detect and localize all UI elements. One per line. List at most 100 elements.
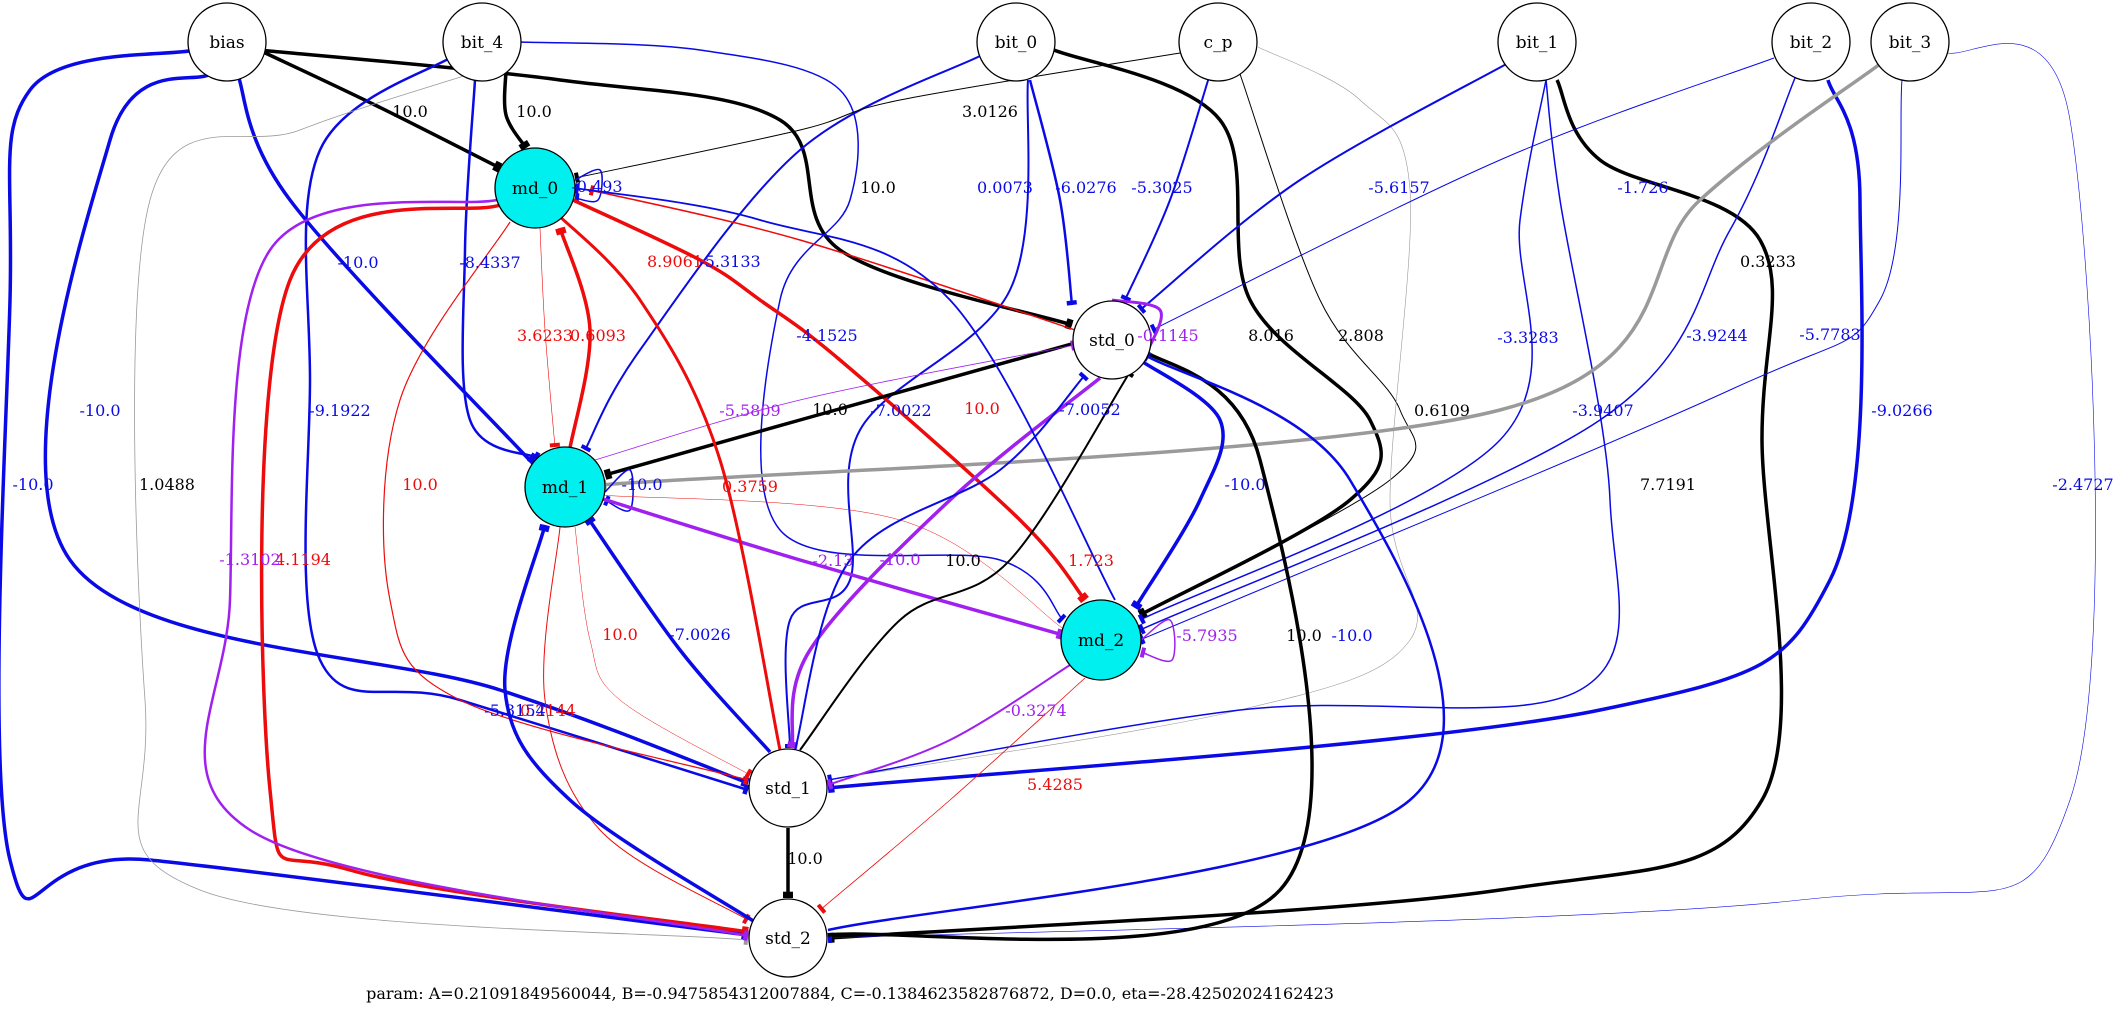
- edge-label-md_2-to-md_2: -0.3274: [1005, 701, 1066, 720]
- param-caption: param: A=0.21091849560044, B=-0.94758543…: [366, 984, 1334, 1003]
- node-md-2[interactable]: md_2: [1060, 599, 1142, 681]
- edge-label-bit_4-to-md_1: -8.4337: [459, 253, 520, 272]
- node-bias[interactable]: bias: [187, 2, 267, 82]
- node-label-std-2: std_2: [765, 929, 811, 949]
- node-md-0[interactable]: md_0: [494, 147, 576, 229]
- edge-label-bias-to-md_1: -10.0: [337, 253, 378, 272]
- edge-arrowhead-md_1-to-md_0: [1077, 591, 1089, 604]
- node-label-bit-0: bit_0: [995, 33, 1037, 53]
- edge-bias-to-std_2: [0, 48, 749, 937]
- node-bit-0[interactable]: bit_0: [976, 2, 1056, 82]
- edge-label-std_2-to-md_1: 10.0: [1286, 626, 1322, 645]
- edge-arrowhead-md_0-to-md_0: [549, 442, 560, 448]
- edge-md_1-to-std_2: [203, 198, 749, 938]
- edge-bit_3-to-md_2: [827, 43, 2096, 939]
- edge-label-bias-to-md_0: 10.0: [392, 102, 428, 121]
- node-label-bit-1: bit_1: [1516, 33, 1558, 53]
- edge-arrowhead-md_2-to-md_0: [1139, 647, 1147, 658]
- edge-bit_1-to-std_2: [827, 79, 1784, 940]
- edge-label-bias-to-std_2: -10.0: [12, 475, 53, 494]
- edge-arrowhead-md_1-to-md_2: [744, 768, 753, 780]
- edge-label-md_0-to-std_2: 8.9061: [647, 252, 703, 271]
- edge-label-md_2-to-std_2: 1.723: [1068, 551, 1114, 570]
- edge-label-bit_2-to-std_2: 0.3233: [1740, 252, 1796, 271]
- edge-md_1-to-std_1: [543, 526, 749, 921]
- node-bit-4[interactable]: bit_4: [442, 2, 522, 82]
- node-std-2[interactable]: std_2: [748, 898, 828, 978]
- edge-bit_4-to-std_2: [134, 73, 749, 941]
- edge-label-std_0-to-md_1: -10.0: [1224, 475, 1265, 494]
- edge-md_0-to-md_2: [382, 221, 749, 781]
- node-label-bias: bias: [209, 33, 244, 53]
- node-circle-bit-0: [976, 2, 1056, 82]
- edge-label-md_0-to-md_2: 10.0: [402, 475, 438, 494]
- edge-arrowhead-bit_1-to-std_0: [1136, 303, 1147, 314]
- edge-label-md_1-to-md_0: 10.0: [964, 399, 1000, 418]
- edge-label-bit_4-to-std_1: -9.1922: [309, 401, 370, 420]
- node-std-0[interactable]: std_0: [1072, 300, 1152, 380]
- node-label-c-p: c_p: [1204, 33, 1233, 53]
- edge-arrowhead-bit_0-to-std_0: [1066, 299, 1077, 306]
- edge-label-std_1-to-std_0: -5.3154: [484, 701, 545, 720]
- edge-arrowhead-std_1-to-md_0: [583, 515, 596, 527]
- node-label-md-1: md_1: [542, 478, 588, 498]
- edge-label-std_0-to-std_0: 10.0: [812, 400, 848, 419]
- node-label-md-2: md_2: [1078, 631, 1124, 651]
- edge-label-bit_1-to-md_2: -3.3283: [1497, 328, 1558, 347]
- edge-arrowhead-bit_4-to-md_2: [1056, 613, 1067, 624]
- node-label-bit-3: bit_3: [1889, 33, 1931, 53]
- edge-label-bit_4-to-std_2: 1.0488: [139, 475, 195, 494]
- node-circle-bit-3: [1870, 2, 1950, 82]
- node-circle-std-1: [748, 748, 828, 828]
- edge-bit_2-to-std_2: [599, 62, 1882, 487]
- edge-md_2-to-std_2: [599, 494, 1066, 631]
- node-bit-1[interactable]: bit_1: [1497, 2, 1577, 82]
- node-label-std-0: std_0: [1089, 331, 1135, 351]
- edge-label-md_1-to-std_1: 0.2144: [520, 701, 576, 720]
- edge-arrowhead-std_1-to-std_0: [538, 523, 550, 533]
- edge-arrowhead-std_1-to-std_2: [783, 891, 793, 898]
- edge-arrowhead-md_1-to-std_2: [742, 930, 750, 941]
- edge-arrowhead-md_0-to-md_1: [555, 226, 567, 236]
- edge-arrowhead-std_0-to-std_0: [603, 468, 613, 480]
- edge-arrowhead-bit_4-to-md_1: [531, 451, 541, 463]
- edge-label-bit_0-to-std_0: -6.0276: [1055, 178, 1116, 197]
- edge-label-bit_2-to-std_1: -9.0266: [1871, 401, 1932, 420]
- node-circle-bit-2: [1771, 2, 1851, 82]
- node-circle-bias: [187, 2, 267, 82]
- node-label-md-0: md_0: [512, 179, 558, 199]
- edge-bit_3-to-md_1: [1139, 79, 1903, 641]
- edge-label-md_2-to-md_0: -5.7935: [1176, 626, 1237, 645]
- edge-md_0-to-std_1: [259, 203, 749, 934]
- node-bit-3[interactable]: bit_3: [1870, 2, 1950, 82]
- node-circle-md-0: [494, 147, 576, 229]
- edge-label-bit_2-to-std_0: -1.726: [1617, 178, 1668, 197]
- edge-md_0-to-md_1: [558, 227, 592, 449]
- edge-bit_3-to-std_2: [574, 168, 603, 203]
- node-circle-bit-1: [1497, 2, 1577, 82]
- edge-std_1-to-md_0: [586, 517, 772, 754]
- edge-md_2-to-md_1: [553, 210, 782, 751]
- edge-label-bias-to-std_0: 10.0: [860, 178, 896, 197]
- edge-label-bit_3-to-md_2: -2.4727: [2052, 475, 2113, 494]
- edge-label-std_1-to-md_1: 10.0: [945, 551, 981, 570]
- edge-md_2-to-md_0: [1140, 619, 1176, 662]
- edge-bit_2-to-md_2: [1139, 77, 1796, 631]
- edge-md_0-to-std_2: [589, 189, 1076, 331]
- node-c-p[interactable]: c_p: [1178, 2, 1258, 82]
- node-bit-2[interactable]: bit_2: [1771, 2, 1851, 82]
- edge-label-md_2-to-std_1: 5.4285: [1027, 775, 1083, 794]
- edge-arrowhead-bit_2-to-md_2: [1137, 623, 1146, 635]
- edge-md_1-to-md_0: [572, 198, 1087, 602]
- node-circle-md-2: [1060, 599, 1142, 681]
- edge-labels-layer: 10.0 10.0 -10.0 -10.0 -10.0 10.0 -8.4337 -9.192…: [12, 102, 2113, 868]
- edge-bit_1-to-std_0: [1139, 61, 1511, 311]
- edge-bit_4-to-std_1: [304, 53, 749, 792]
- edge-label-bit_3-to-std_2: -0.493: [571, 177, 622, 196]
- edge-std_1-to-std_0: [794, 374, 1086, 751]
- edge-arrowhead-md_2-to-std_1: [816, 903, 827, 914]
- edge-bit_4-to-md_1: [461, 79, 539, 460]
- edge-std_0-to-md_2: [790, 376, 1102, 749]
- node-md-1[interactable]: md_1: [524, 446, 606, 528]
- node-std-1[interactable]: std_1: [748, 748, 828, 828]
